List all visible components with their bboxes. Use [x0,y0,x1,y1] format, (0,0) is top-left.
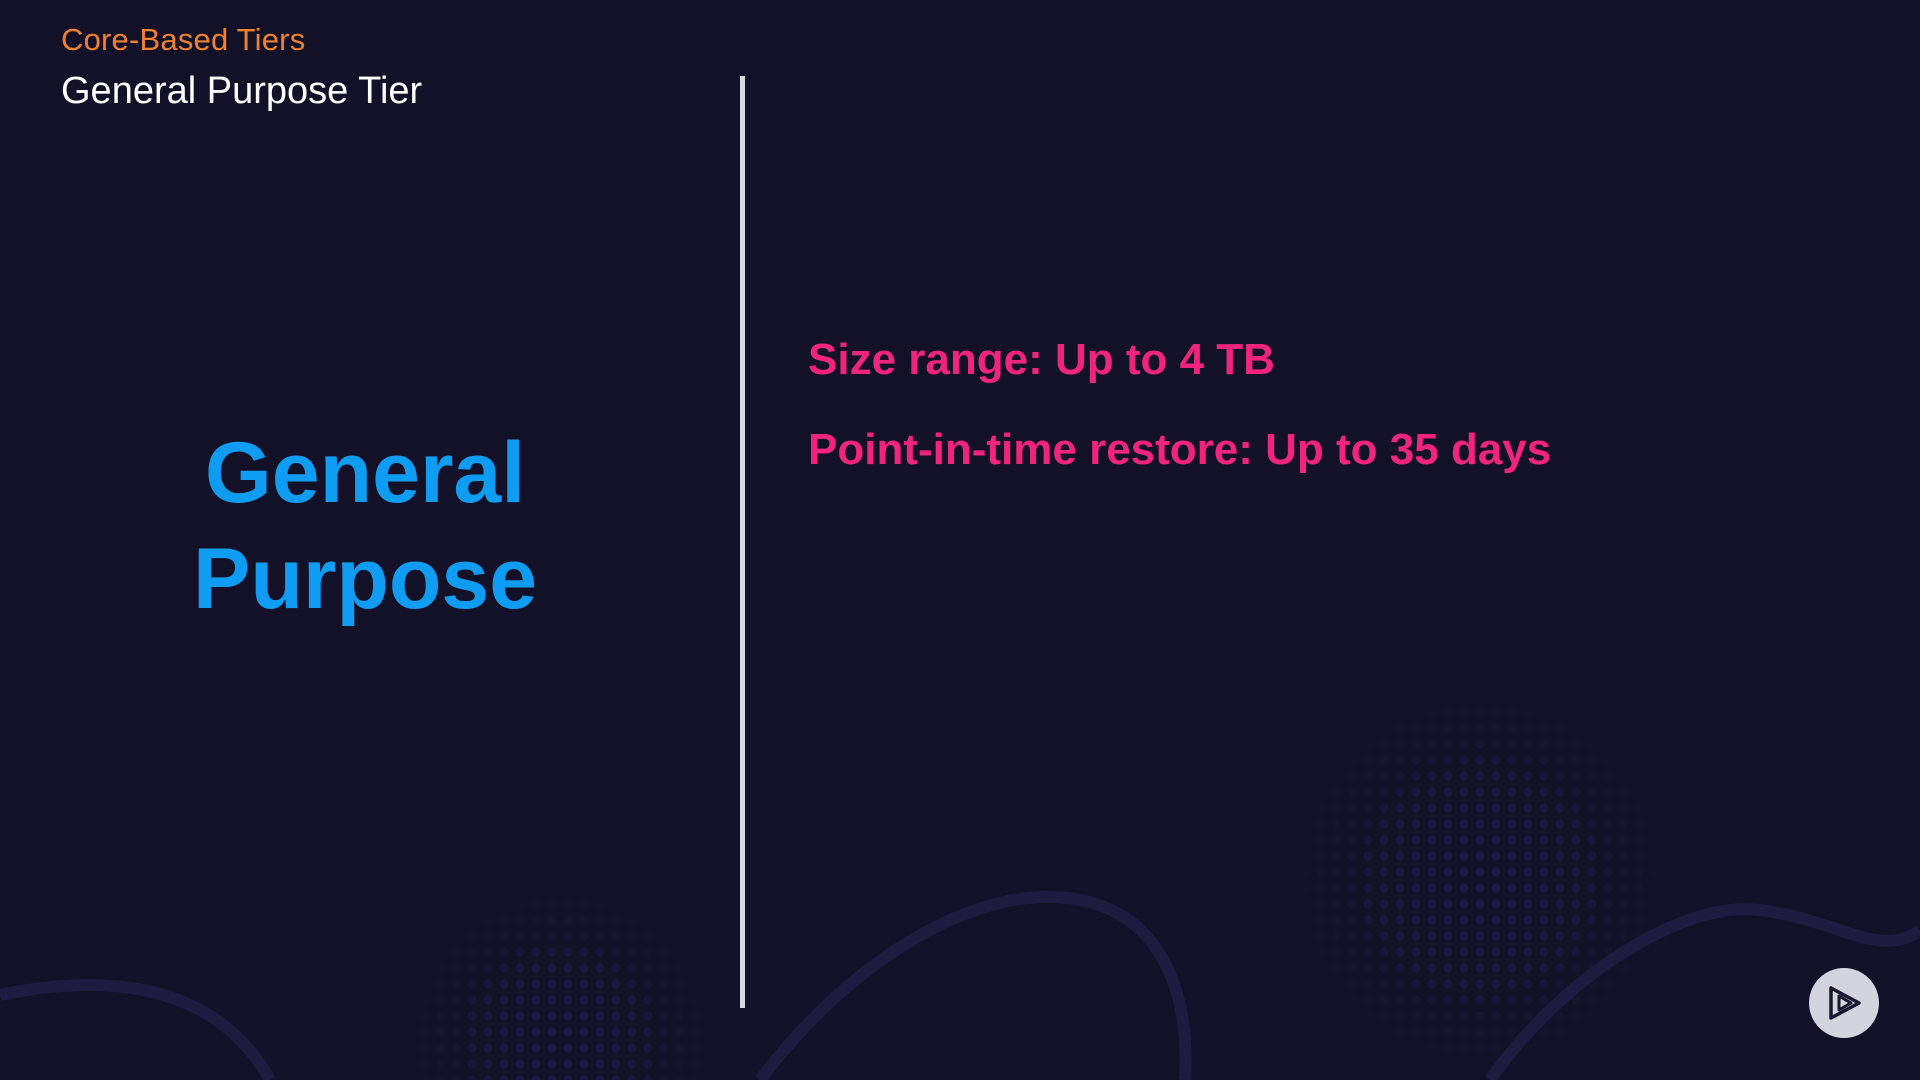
hero-heading: General Purpose [120,420,610,632]
feature-list: Size range: Up to 4 TB Point-in-time res… [808,332,1551,512]
feature-point-in-time-restore: Point-in-time restore: Up to 35 days [808,425,1552,474]
section-breadcrumb: Core-Based Tiers [61,22,306,57]
play-logo-icon [1829,986,1861,1020]
play-logo-button[interactable] [1809,968,1879,1038]
hero-line-2: Purpose [192,531,538,627]
feature-size-range: Size range: Up to 4 TB [808,335,1275,384]
vertical-divider [740,76,745,1008]
hero-line-1: General [204,425,526,521]
slide-title: General Purpose Tier [61,70,423,112]
